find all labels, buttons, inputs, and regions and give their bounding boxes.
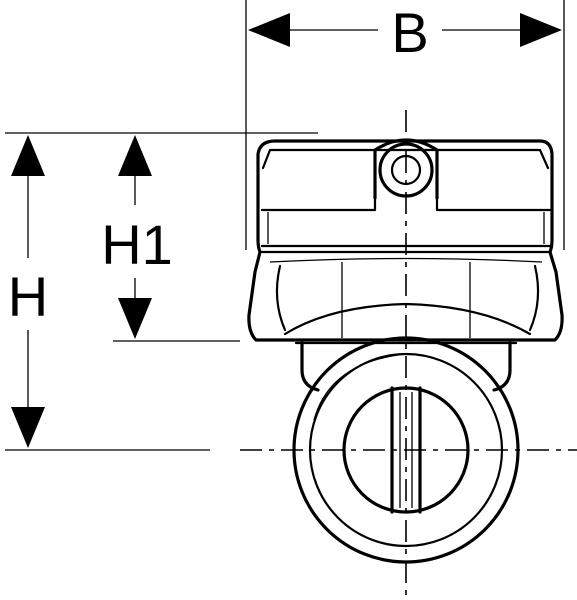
body-skirt-left: [275, 264, 287, 332]
cap-inner-groove: [267, 212, 545, 244]
body-inner-lines: [341, 262, 471, 338]
body-contour-lower: [269, 257, 543, 263]
cap-ledge: [261, 148, 550, 170]
body-skirt-right: [528, 264, 540, 332]
center-slot-bar: [390, 386, 422, 514]
dimension-h1: H1: [101, 135, 240, 342]
dimension-b: B: [245, 0, 565, 250]
valve-body: [247, 138, 564, 564]
center-boss: [373, 138, 439, 200]
arrow-b-right: [520, 13, 562, 47]
connection-outer-ring: [292, 336, 520, 564]
body-bottom-curve: [283, 302, 532, 336]
center-slot-inner: [399, 392, 413, 508]
ring-shadow-arc: [313, 353, 407, 421]
boss-inner-hole: [390, 154, 422, 186]
collar: [300, 341, 512, 392]
bore-circle: [342, 386, 470, 514]
arrow-h1-bottom: [118, 298, 152, 339]
boss-outer-ring: [378, 142, 434, 198]
dimension-label-h1: H1: [101, 213, 173, 276]
cap-outline: [247, 139, 564, 342]
dimension-label-h: H: [8, 265, 48, 328]
center-lines: [240, 110, 577, 600]
arrow-h-bottom: [11, 407, 45, 448]
arrow-h-top: [11, 135, 45, 176]
dimension-label-b: B: [391, 1, 428, 64]
arrow-h1-top: [118, 135, 152, 176]
arrow-b-left: [248, 13, 290, 47]
dimension-h: H: [5, 132, 318, 451]
